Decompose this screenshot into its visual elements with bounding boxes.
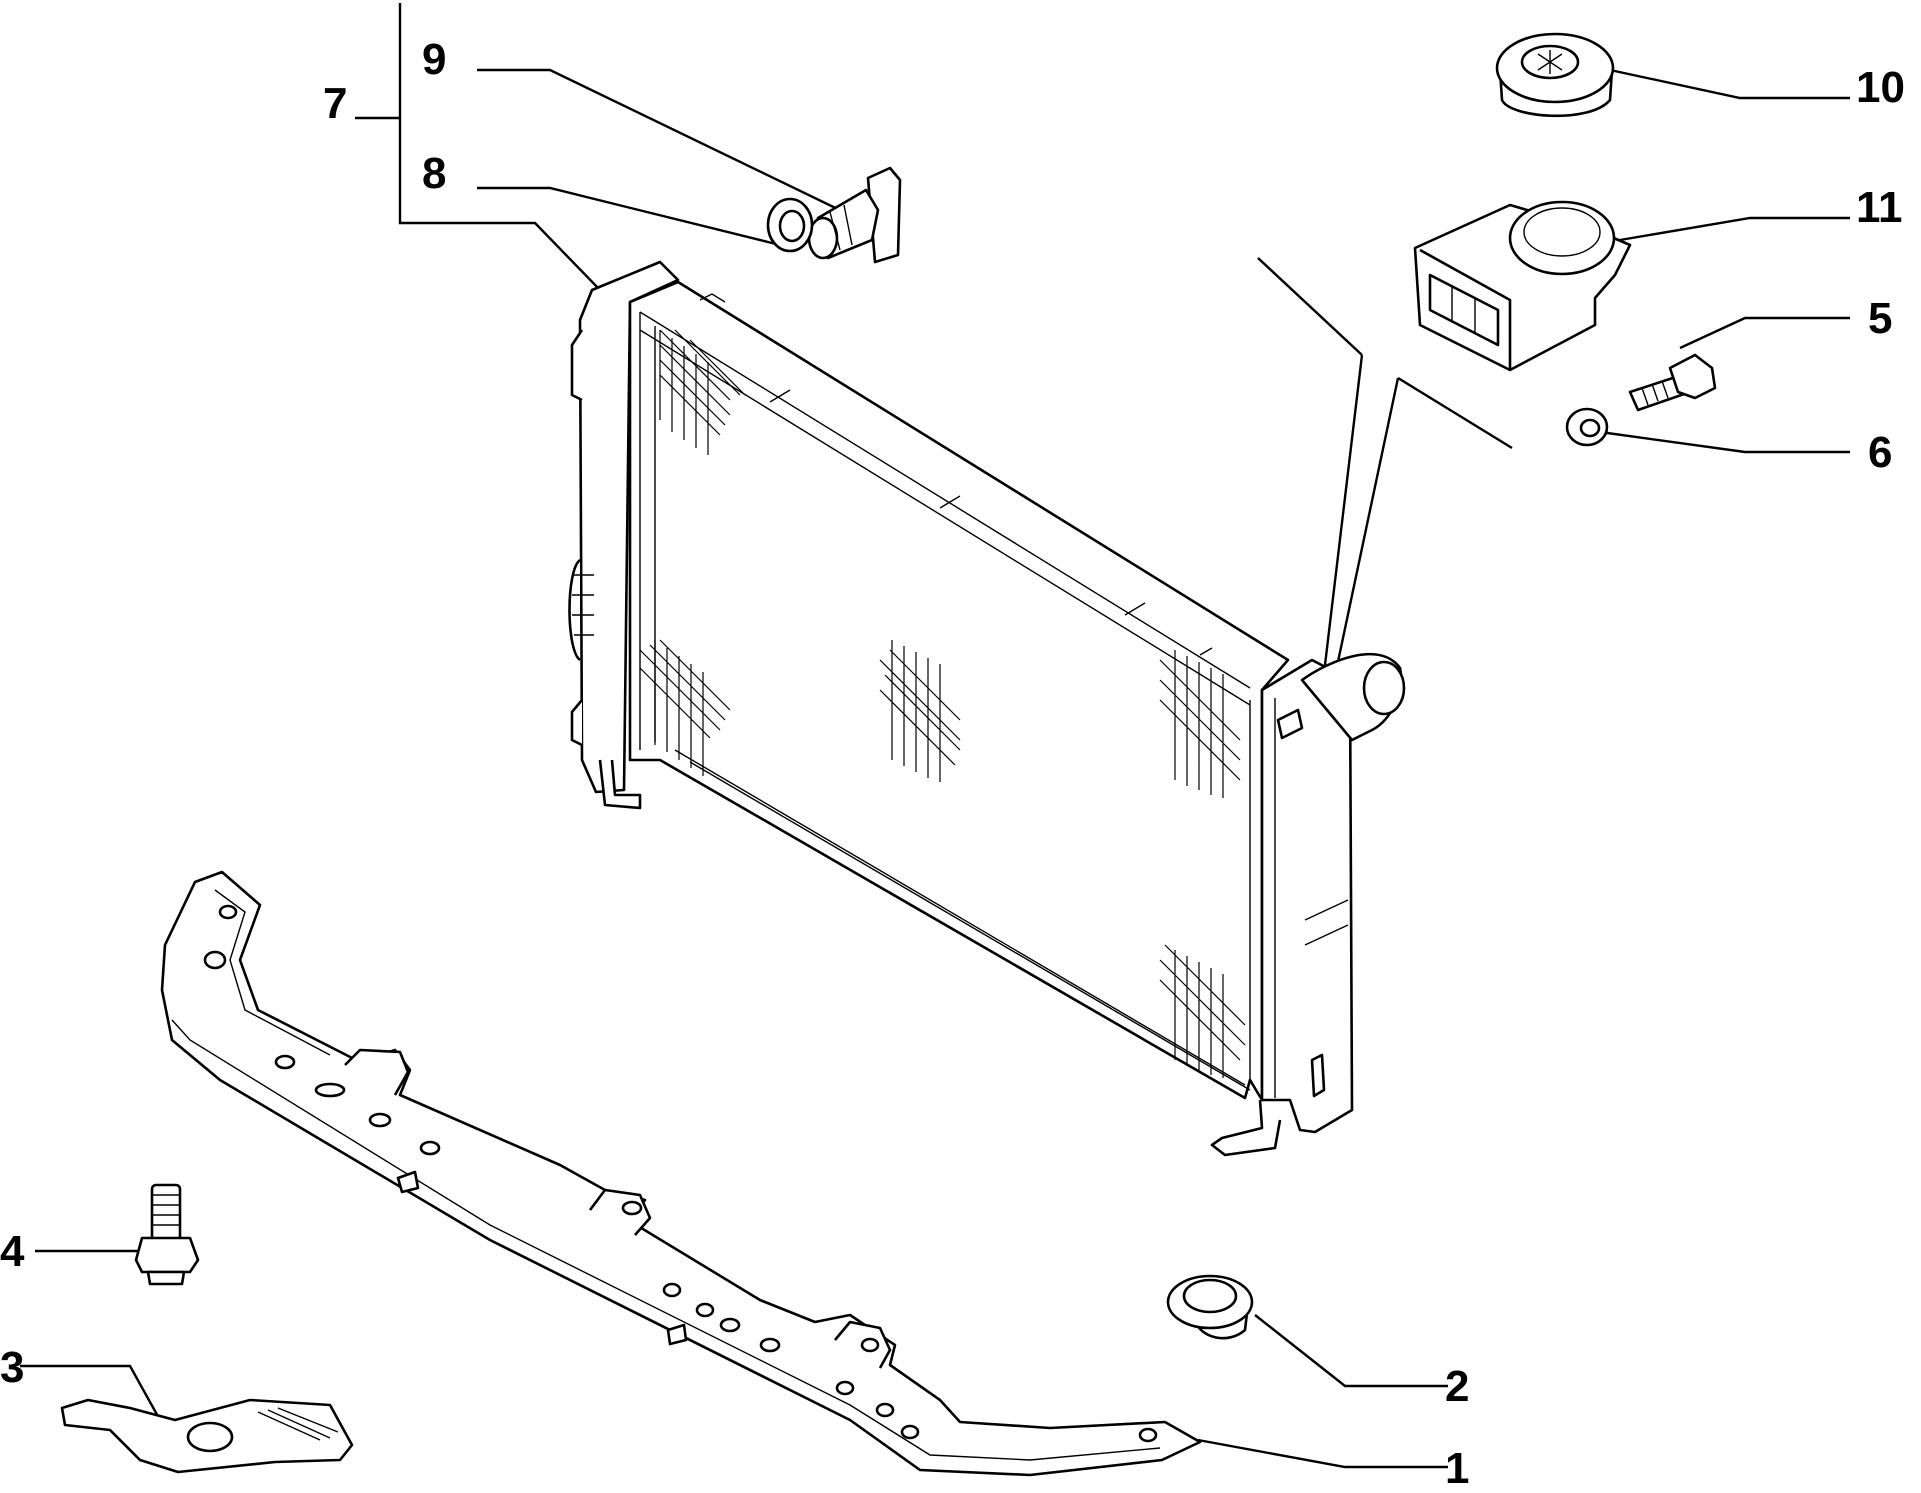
radiator-left-tab-top xyxy=(570,329,584,402)
callout-8: 8 xyxy=(422,149,447,198)
support-bracket xyxy=(1413,200,1632,372)
radiator-left-foot xyxy=(598,759,642,810)
drain-plug-wing xyxy=(866,166,902,264)
mounting-plate-stud xyxy=(186,1421,234,1453)
leader-10 xyxy=(1609,68,1850,100)
stud-bolt xyxy=(134,1183,200,1286)
cross-member-left-flange xyxy=(214,889,331,1056)
support-bracket-window-divider xyxy=(1451,285,1476,333)
radiator-small-spigot xyxy=(1276,708,1304,740)
pointer-line-c xyxy=(1330,377,1400,691)
radiator-left-tab-bottom xyxy=(570,699,583,747)
radiator-right-clip xyxy=(1310,1053,1326,1098)
cross-member-inner-edge xyxy=(171,1019,1161,1461)
bolt-thread xyxy=(1641,380,1669,406)
leader-9 xyxy=(477,68,851,217)
callout-11: 11 xyxy=(1856,183,1903,232)
rubber-cap-slots xyxy=(1537,50,1563,74)
leader-2 xyxy=(1254,1314,1448,1388)
stud-bolt-thread xyxy=(152,1194,180,1226)
grommet-part xyxy=(1166,1274,1254,1340)
rubber-cap xyxy=(1495,32,1615,118)
cross-member xyxy=(160,870,1202,1477)
pointer-line-a xyxy=(1257,257,1363,356)
o-ring xyxy=(766,197,814,253)
stud-bolt-base xyxy=(146,1270,186,1286)
o-ring-inner xyxy=(778,209,806,243)
cross-member-bracket-a xyxy=(396,1170,420,1194)
callout-9: 9 xyxy=(422,35,447,84)
cross-member-holes xyxy=(203,904,1158,1443)
radiator-right-tank-seam xyxy=(1304,899,1349,946)
cross-member-tab-1 xyxy=(344,1048,410,1096)
radiator-left-tank xyxy=(578,260,680,794)
bolt xyxy=(1628,353,1717,412)
support-bracket-ring xyxy=(1508,200,1616,276)
leader-11 xyxy=(1619,216,1850,242)
leader-1 xyxy=(1197,1438,1448,1469)
radiator-core-bottom-edge xyxy=(674,700,1251,1091)
drain-plug-thread xyxy=(829,204,853,251)
pointer-line-d xyxy=(1397,376,1513,450)
leader-8 xyxy=(477,186,781,247)
callout-2: 2 xyxy=(1445,1362,1470,1411)
pointer-line-b xyxy=(1320,354,1364,691)
mounting-plate xyxy=(60,1398,354,1474)
callout-6: 6 xyxy=(1868,428,1893,477)
leader-bracket-7 xyxy=(398,3,601,291)
leader-6 xyxy=(1599,430,1850,454)
radiator-core-fins xyxy=(639,329,1246,1078)
radiator-left-hose-ribs xyxy=(572,574,594,636)
radiator-top-rail-seams xyxy=(699,293,1213,656)
bolt-head xyxy=(1668,353,1717,400)
mounting-plate-ribs xyxy=(257,1407,339,1441)
callout-3: 3 xyxy=(0,1343,25,1392)
radiator-core-edges xyxy=(639,311,1251,750)
leader-3 xyxy=(20,1364,162,1421)
radiator-core-frame xyxy=(628,280,1290,1102)
cross-member-bracket-b xyxy=(666,1323,688,1346)
radiator-right-foot xyxy=(1210,1099,1282,1157)
stud-bolt-shank xyxy=(150,1183,182,1242)
leader-lines xyxy=(20,3,1850,1469)
washer-inner xyxy=(1579,418,1601,438)
callout-7: 7 xyxy=(323,79,348,128)
leader-5 xyxy=(1679,316,1850,350)
stud-bolt-hex xyxy=(134,1236,200,1274)
radiator-right-tank-edge xyxy=(1261,690,1276,1100)
radiator-outlet-opening xyxy=(1362,660,1406,716)
callout-4: 4 xyxy=(0,1227,25,1276)
support-bracket-ring-inner xyxy=(1523,207,1601,257)
callout-10: 10 xyxy=(1856,63,1905,112)
grommet-top xyxy=(1182,1278,1238,1314)
drain-plug xyxy=(807,166,902,264)
radiator xyxy=(568,260,1406,1157)
washer xyxy=(1565,407,1609,447)
callout-5: 5 xyxy=(1868,294,1893,343)
callout-1: 1 xyxy=(1445,1444,1470,1493)
